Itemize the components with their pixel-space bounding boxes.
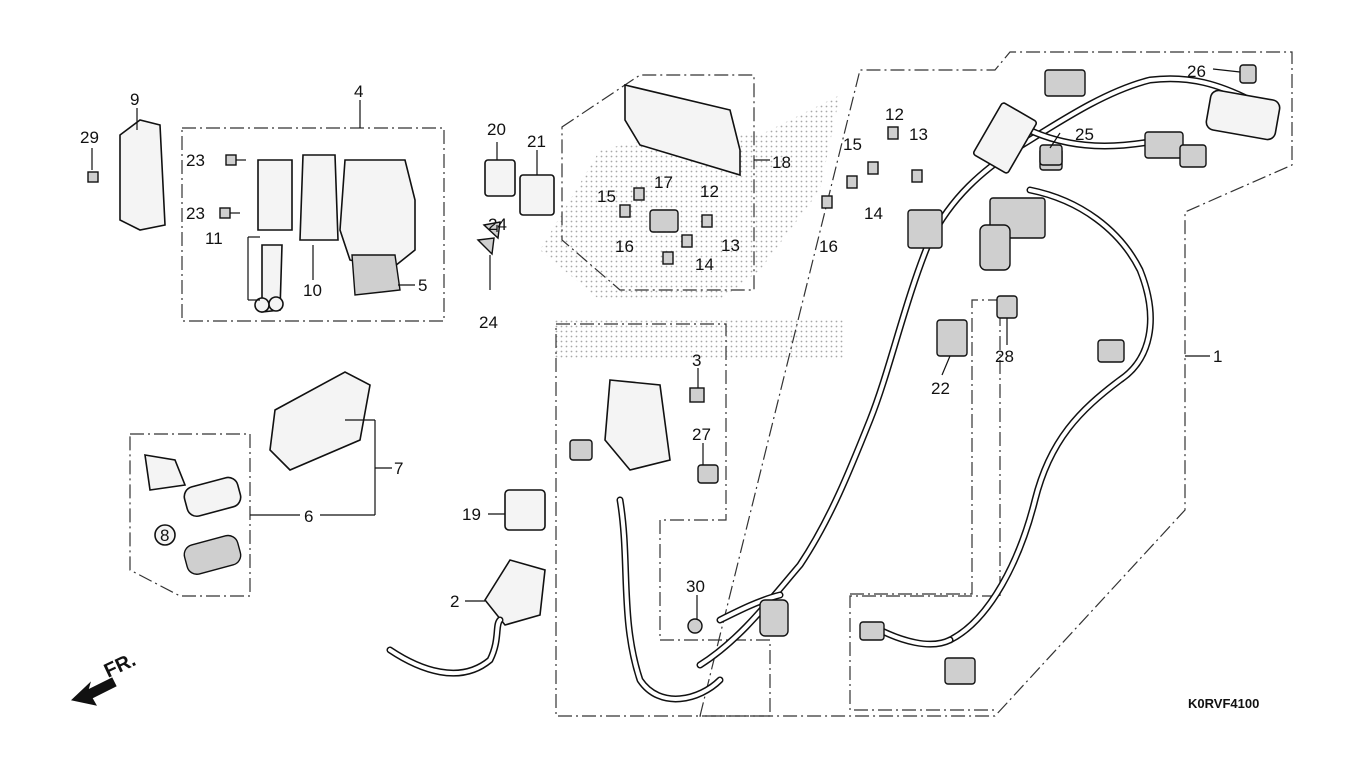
harness-connectors bbox=[759, 69, 1281, 685]
box-group-18 bbox=[561, 74, 755, 291]
callout-12b: 12 bbox=[700, 182, 719, 201]
part-28 bbox=[996, 295, 1018, 319]
callout-13a: 13 bbox=[909, 125, 928, 144]
callout-12a: 12 bbox=[885, 105, 904, 124]
callout-26: 26 bbox=[1187, 62, 1206, 81]
callout-28: 28 bbox=[995, 347, 1014, 366]
misc-parts bbox=[386, 64, 1257, 677]
callout-15b: 15 bbox=[597, 187, 616, 206]
callout-18: 18 bbox=[772, 153, 791, 172]
leader-lines bbox=[91, 68, 1241, 619]
callout-24a: 24 bbox=[488, 215, 507, 234]
box-group-lower-right bbox=[849, 299, 1001, 711]
screws bbox=[87, 154, 501, 256]
callout-16a: 16 bbox=[819, 237, 838, 256]
callout-4: 4 bbox=[354, 82, 363, 101]
group-4-parts bbox=[254, 154, 416, 313]
callout-30: 30 bbox=[686, 577, 705, 596]
callout-29: 29 bbox=[80, 128, 99, 147]
front-label: FR. bbox=[101, 649, 139, 683]
box-group-6 bbox=[129, 433, 251, 597]
callout-14a: 14 bbox=[864, 204, 883, 223]
watermark-logo bbox=[540, 95, 845, 360]
fuse-box-group-18 bbox=[619, 83, 741, 265]
callout-10: 10 bbox=[303, 281, 322, 300]
callout-7: 7 bbox=[394, 459, 403, 478]
box-group-sub bbox=[555, 323, 771, 717]
callout-8: 8 bbox=[160, 526, 169, 545]
box-group-4 bbox=[181, 127, 445, 322]
callout-13b: 13 bbox=[721, 236, 740, 255]
callout-22: 22 bbox=[931, 379, 950, 398]
part-7 bbox=[269, 371, 371, 471]
callout-9: 9 bbox=[130, 90, 139, 109]
callout-27: 27 bbox=[692, 425, 711, 444]
callout-numbers: 1 2 3 4 5 6 7 8 9 10 11 12 12 13 13 14 1… bbox=[80, 62, 1222, 611]
callout-3: 3 bbox=[692, 351, 701, 370]
diagram-code: K0RVF4100 bbox=[1188, 696, 1259, 711]
callout-19: 19 bbox=[462, 505, 481, 524]
callout-17: 17 bbox=[654, 173, 673, 192]
callout-20: 20 bbox=[487, 120, 506, 139]
part-22 bbox=[936, 319, 968, 357]
box-group-main bbox=[699, 51, 1293, 717]
relays bbox=[484, 159, 555, 216]
part-9 bbox=[119, 119, 166, 231]
callout-15a: 15 bbox=[843, 135, 862, 154]
callout-14b: 14 bbox=[695, 255, 714, 274]
callout-16b: 16 bbox=[615, 237, 634, 256]
callout-23a: 23 bbox=[186, 151, 205, 170]
callout-21: 21 bbox=[527, 132, 546, 151]
front-arrow-icon: FR. bbox=[70, 649, 139, 706]
group-6-parts bbox=[144, 454, 242, 575]
loose-fuses bbox=[821, 126, 923, 209]
callout-11: 11 bbox=[205, 229, 223, 248]
callout-24b: 24 bbox=[479, 313, 498, 332]
group-boxes bbox=[129, 51, 1293, 717]
callout-25: 25 bbox=[1075, 125, 1094, 144]
callout-1: 1 bbox=[1213, 347, 1222, 366]
callout-6: 6 bbox=[304, 507, 313, 526]
callout-23b: 23 bbox=[186, 204, 205, 223]
callout-2: 2 bbox=[450, 592, 459, 611]
callout-5: 5 bbox=[418, 276, 427, 295]
